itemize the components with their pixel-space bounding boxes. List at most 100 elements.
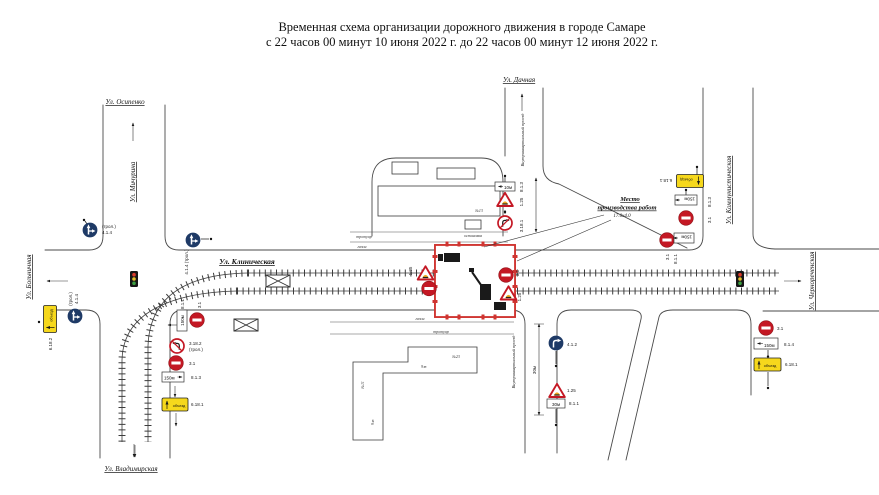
- bus-stop-label: остановка: [464, 233, 482, 238]
- street-klinicheskaya: Ул. Клиническая: [219, 257, 275, 266]
- distance-plate-text: 150м: [764, 343, 775, 348]
- tram-rail-curve: [147, 272, 249, 442]
- work-site-dimensions: 17.0х4.0: [613, 214, 631, 219]
- excavator: [469, 268, 506, 310]
- sign-code-label: 3.1: [707, 216, 712, 223]
- sign-code-label: 8.1.4: [784, 342, 795, 347]
- sidewalk-label: тротуар: [433, 329, 448, 334]
- sign-code-label: 6.18.2: [48, 337, 53, 350]
- building-l-shape: [352, 346, 478, 441]
- street-osipenko: Ул. Осипенко: [105, 98, 145, 106]
- street-bolnichnaya: Ул. Больничная: [25, 254, 33, 299]
- building-23-label: №23: [451, 354, 460, 359]
- right-bottom-sign-cluster: 3.1 150м 8.1.4 объезд 6.18.1: [753, 320, 798, 390]
- street-kommunisticheskaya: Ул. Коммунистическая: [725, 156, 733, 225]
- sign-code-label: 3.1: [197, 301, 202, 308]
- bus-stop-shelter: [464, 219, 482, 230]
- callout-leader: [483, 214, 605, 248]
- sign-code-label: 6.18.1: [785, 362, 798, 367]
- street-vnutrikvartalny-north: Внутриквартальный проезд: [520, 113, 525, 167]
- sign-code-label: 1.25: [517, 292, 522, 301]
- dimension-ticks: [534, 323, 544, 416]
- sign-code-label: (трол.): [189, 347, 203, 352]
- kommunisticheskaya-signs: объезд 6.18.1 150м 8.1.3 3.1 150м 3.1 8.…: [659, 165, 712, 265]
- distance-plate-text: 30м: [552, 402, 560, 407]
- distance-plate-text: 10м: [504, 185, 512, 190]
- distance-plate-8-1-3: [161, 371, 185, 383]
- sign-code-label: 3.18.2: [189, 341, 202, 346]
- lawn-label: газон: [357, 244, 366, 249]
- sign-code-label: 3.1: [515, 269, 520, 276]
- dimension-label: 30м: [532, 366, 537, 374]
- building-floors-label: 9ж: [421, 364, 427, 369]
- sign-code-label: 4.1.4: [102, 230, 113, 235]
- traffic-light: [130, 271, 138, 287]
- sign-code-label: 4.1.4: [74, 294, 79, 305]
- mandatory-right-sign-4-1-2: [548, 335, 564, 351]
- no-entry-sign-3-1: [421, 280, 437, 297]
- sign-code-label: 3.1: [189, 361, 196, 366]
- detour-plate-text: объезд: [680, 178, 693, 182]
- distance-plate-text: 150м: [164, 376, 175, 381]
- road-edge-bottom: [556, 309, 642, 461]
- crosswalk-symbol: [233, 318, 259, 332]
- no-entry-sign-3-1: [498, 267, 514, 283]
- detour-plate-text: объезд: [764, 364, 777, 368]
- no-entry-sign-3-1: [168, 355, 184, 371]
- scheme-title-line1: Временная схема организации дорожного дв…: [278, 20, 646, 34]
- bottom-left-sign-cluster: 150м 8.1.1 3.1 3.18.2 (трол.) 3.1 150м 8…: [161, 299, 205, 427]
- sign-code-label: 6.18.1: [659, 178, 672, 183]
- road-network: тротуар газон газон тротуар: [44, 87, 879, 461]
- sign-code-label: 1.25: [519, 197, 524, 206]
- lawn-label: газон: [415, 316, 424, 321]
- road-edge: [44, 104, 104, 251]
- sign-code-label: (трол.): [102, 224, 116, 229]
- detour-sign-6-18-1: объезд: [676, 174, 704, 188]
- distance-plate-8-1-1: [546, 398, 566, 409]
- sign-code-label: 8.1.1: [180, 299, 185, 310]
- detour-sign-6-18-1: [753, 357, 782, 372]
- building-annex: [391, 161, 419, 175]
- scheme-title-line2: с 22 часов 00 минут 10 июня 2022 г. до 2…: [266, 35, 658, 49]
- street-vladimirskaya: Ул. Владимирская: [104, 465, 157, 473]
- sign-code-label: 1.25: [408, 266, 413, 275]
- no-entry-sign-3-1: [659, 232, 675, 248]
- distance-plate-text: 150м: [681, 234, 692, 239]
- distance-plate-text: 150м: [180, 315, 185, 326]
- road-works-sign-1-25: [548, 382, 566, 398]
- sign-code-label: 8.1.1: [673, 254, 678, 265]
- tram-ties-curve: [144, 269, 249, 442]
- street-labels: Ул. Осипенко Ул. Мичурина Ул. Дачная Вну…: [25, 76, 816, 473]
- street-dachnaya: Ул. Дачная: [503, 76, 535, 84]
- sign-code-label: 8.1.3: [191, 375, 202, 380]
- distance-plate-8-1-4: [753, 337, 779, 350]
- distance-plate-text: 150м: [684, 196, 695, 201]
- distance-plate-8-1-1: [176, 309, 188, 332]
- street-chernorechenskaya: Ул. Чернореченская: [808, 252, 816, 311]
- left-edge-signs: объезд 6.18.2 (трол.) 4.1.4: [37, 292, 83, 350]
- distance-plate-8-1-3: 150м: [674, 194, 698, 206]
- building-11-label: №11: [360, 381, 365, 389]
- road-edge-dachnaya: [504, 87, 688, 249]
- distance-plate-8-1-3: [494, 181, 516, 192]
- road-edge: [349, 87, 704, 251]
- sign-code-label: 6.18.1: [191, 402, 204, 407]
- dachnaya-driveway-signs: 10м 8.1.3 1.25 3.18.1: [494, 174, 538, 233]
- mandatory-direction-sign-4-1-4: [82, 222, 98, 238]
- crosswalk-symbol: [265, 274, 291, 288]
- sign-code-label: 4.1.2: [567, 342, 578, 347]
- building-13: [377, 185, 501, 217]
- no-entry-sign-3-1: [189, 312, 205, 328]
- road-edge-bottom: [625, 309, 752, 461]
- detour-plate-text: объезд: [173, 404, 186, 408]
- traffic-light: [736, 271, 744, 287]
- sidewalk-lines-bottom: [330, 321, 514, 335]
- sign-code-label: 3.1: [777, 326, 784, 331]
- sidewalk-label: тротуар: [356, 234, 371, 239]
- distance-plate-8-1-1: 150м: [673, 232, 695, 244]
- sign-code-label: 3.18.1: [519, 219, 524, 232]
- work-site-label-line1: Место: [619, 196, 640, 203]
- sign-code-label: 8.1.1: [569, 401, 580, 406]
- building-block-outline: [371, 157, 504, 237]
